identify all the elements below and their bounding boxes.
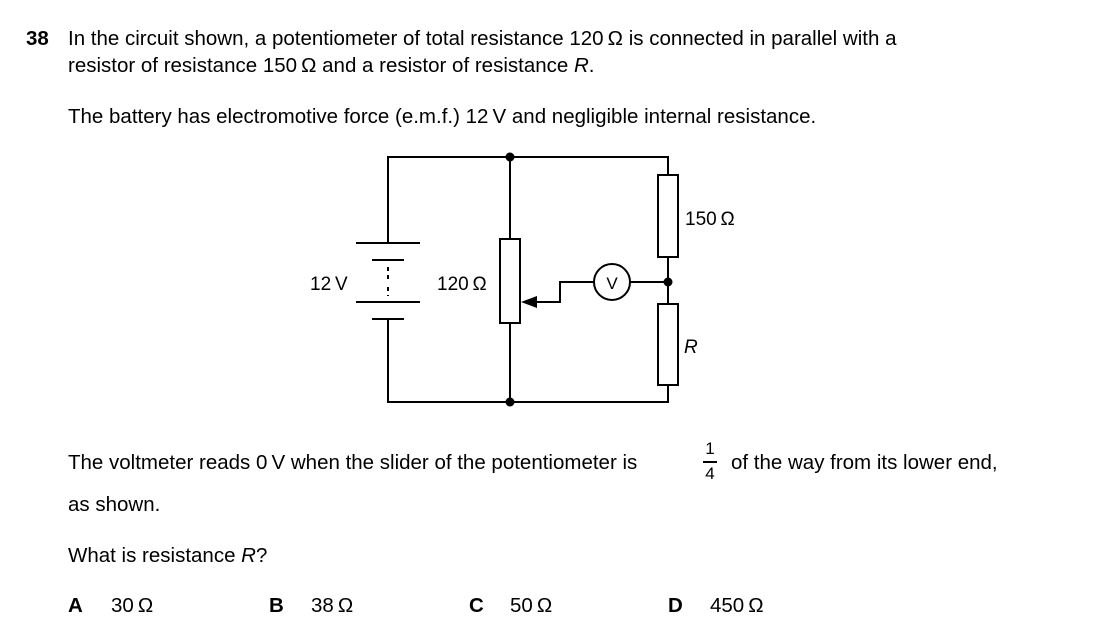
option-d-letter[interactable]: D xyxy=(668,594,683,617)
wire-top xyxy=(387,156,669,243)
voltmeter-statement: The voltmeter reads 0 V when the slider … xyxy=(68,451,638,474)
option-b-value[interactable]: 38 Ω xyxy=(311,594,354,617)
junction-bottom xyxy=(505,397,515,407)
slider-wire xyxy=(537,281,594,303)
question-number: 38 xyxy=(26,27,49,50)
prompt-prefix: What is resistance xyxy=(68,544,242,567)
option-d-value[interactable]: 450 Ω xyxy=(710,594,764,617)
resistor-R xyxy=(657,303,679,386)
junction-top xyxy=(505,152,515,162)
resistor-150-label: 150 Ω xyxy=(685,209,735,230)
option-c-letter[interactable]: C xyxy=(469,594,484,617)
option-c-value[interactable]: 50 Ω xyxy=(510,594,553,617)
fraction-denominator: 4 xyxy=(705,464,715,483)
resistor-R-label: R xyxy=(684,337,698,358)
question-prompt: What is resistance R? xyxy=(68,544,267,568)
slider-arrow xyxy=(521,296,537,308)
prompt-suffix: ? xyxy=(255,544,268,567)
option-a-letter[interactable]: A xyxy=(68,594,83,617)
option-a-value[interactable]: 30 Ω xyxy=(111,594,154,617)
question-line-1: In the circuit shown, a potentiometer of… xyxy=(68,27,897,50)
voltmeter-statement-line-2: as shown. xyxy=(68,493,161,516)
battery-label: 12 V xyxy=(310,274,348,295)
resistor-150 xyxy=(657,174,679,258)
question-line-2-suffix: . xyxy=(588,54,595,77)
option-b-letter[interactable]: B xyxy=(269,594,284,617)
question-line-2-prefix: resistor of resistance 150 Ω and a resis… xyxy=(68,54,574,77)
fraction-numerator: 1 xyxy=(705,439,715,458)
voltmeter-symbol: V xyxy=(606,274,618,293)
voltmeter-statement-cont: of the way from its lower end, xyxy=(731,451,998,474)
wire-bottom xyxy=(387,319,669,403)
question-line-2-var: R xyxy=(573,54,589,77)
junction-right xyxy=(663,277,673,287)
prompt-var: R xyxy=(241,544,256,567)
question-line-2: resistor of resistance 150 Ω and a resis… xyxy=(68,54,594,78)
potentiometer xyxy=(499,238,521,324)
potentiometer-label: 120 Ω xyxy=(437,274,487,295)
fraction-bar xyxy=(703,461,717,463)
battery-statement: The battery has electromotive force (e.m… xyxy=(68,105,817,128)
